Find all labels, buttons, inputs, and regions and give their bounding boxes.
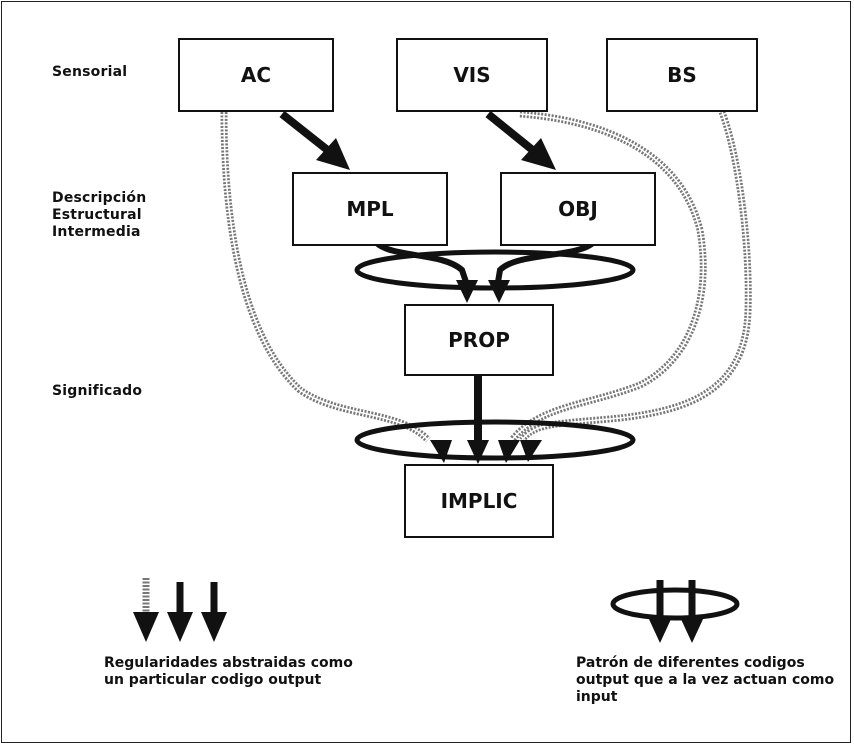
node-implic-label: IMPLIC xyxy=(440,489,518,513)
node-vis: VIS xyxy=(396,38,548,112)
node-prop-label: PROP xyxy=(448,328,510,352)
legend-arrows-text-line-2: un particular codigo output xyxy=(104,672,322,688)
node-prop: PROP xyxy=(404,304,554,376)
level-label-descripcion: Descripción Estructural Intermedia xyxy=(52,190,146,241)
node-obj-label: OBJ xyxy=(558,197,598,221)
node-mpl: MPL xyxy=(292,172,448,246)
node-mpl-label: MPL xyxy=(346,197,394,221)
legend-ellipse-text-line-1: Patrón de diferentes codigos xyxy=(576,655,805,671)
level-label-descripcion-line-3: Intermedia xyxy=(52,224,141,240)
legend-arrows-text-line-1: Regularidades abstraidas como xyxy=(104,655,353,671)
level-label-sensorial: Sensorial xyxy=(52,64,128,80)
node-implic: IMPLIC xyxy=(404,464,554,538)
legend-ellipse-text: Patrón de diferentes codigos output que … xyxy=(576,655,834,706)
node-bs: BS xyxy=(606,38,758,112)
level-label-descripcion-line-1: Descripción xyxy=(52,190,147,206)
legend-arrows-text: Regularidades abstraidas como un particu… xyxy=(104,655,353,689)
node-ac: AC xyxy=(178,38,334,112)
node-obj: OBJ xyxy=(500,172,656,246)
level-label-descripcion-line-2: Estructural xyxy=(52,207,142,223)
legend-ellipse-text-line-3: input xyxy=(576,689,618,705)
node-ac-label: AC xyxy=(240,63,272,87)
node-bs-label: BS xyxy=(667,63,697,87)
node-vis-label: VIS xyxy=(453,63,491,87)
level-label-significado: Significado xyxy=(52,383,143,399)
legend-ellipse-text-line-2: output que a la vez actuan como xyxy=(576,672,835,688)
